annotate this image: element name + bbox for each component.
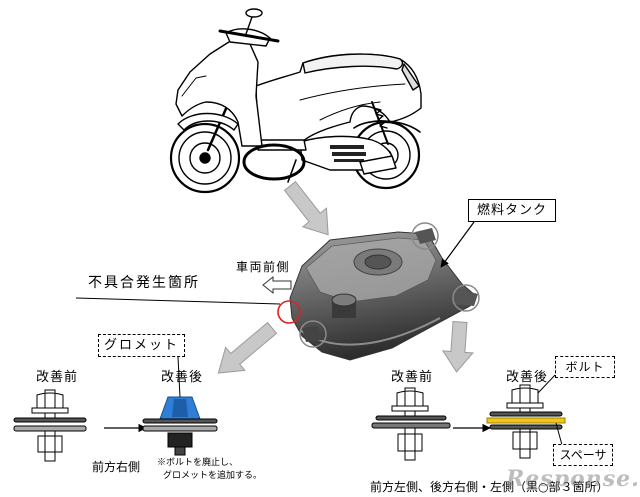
tank-flange-plate [13,425,87,432]
grommet-core [172,399,188,417]
fuel-tank-location-marker [242,143,306,181]
front-right-before-label: 改善前 [36,370,79,385]
fuel-tank-leader-line [440,221,475,268]
spacer [486,417,566,424]
front-right-before-assembly [13,389,87,462]
fuel-tank-callout: 燃料タンク [468,199,556,222]
defect-location-underline [75,297,281,305]
nut [512,431,538,450]
other-mounts-after-label: 改善後 [506,370,549,385]
rear-shock-absorber [371,101,389,145]
vehicle-front-label: 車両前側 [236,260,291,274]
grommet-stem [174,446,186,456]
front-fork [206,102,230,152]
bolt-head [506,384,544,409]
spacer-callout: スペーサ [553,444,613,466]
front-right-after-assembly [142,396,218,456]
defect-location-label: 不具合発生箇所 [88,275,200,291]
fuel-tank-render [277,222,480,361]
spacer-leader-line [555,422,563,446]
muffler [359,155,397,175]
other-mounts-location-caption: 前方左側、後方右側・左側（黒○部３箇所） [370,480,609,494]
engine-cylinder-fins [330,145,366,162]
bolt-shank [44,412,56,419]
front-right-location-caption: 前方右側 [92,460,141,474]
other-mounts-before-assembly [371,387,451,461]
bolt-shank [404,410,416,417]
response-watermark-logo: Response. [506,466,640,492]
bolt-head [31,389,69,414]
tank-flange-plate [142,425,218,432]
bolt-shank-mid [44,430,56,437]
tank-fuel-pipe [331,293,357,318]
bracket-plate [489,411,563,417]
front-cowl [175,39,263,147]
bolt-tip [404,450,416,461]
bolt-callout: ボルト [555,356,615,378]
guide-arrow-to-other-mounts-detail [441,320,474,373]
grommet-lower-body [167,432,193,448]
bracket-plate [375,415,447,421]
bracket-plate [13,417,87,423]
side-panel-line [299,83,406,121]
seat [302,53,404,74]
grommet-leader-line [177,356,181,398]
front-wheel [169,122,241,194]
scooter-illustration [169,8,422,194]
defect-marker-circle [277,300,301,324]
headlight [181,75,207,97]
bolt-shank-mid [404,427,416,435]
vehicle-front-arrow-icon [262,275,292,295]
front-right-note-line-1: ※ボルトを廃止し、 [157,458,239,468]
bolt-head [391,387,429,412]
front-right-after-label: 改善後 [161,370,204,385]
mirror [245,8,263,35]
mount-marker-circle-top [411,222,439,250]
bolt-shank [519,407,531,413]
nut [397,433,423,452]
grommet-callout: グロメット [98,334,185,357]
tank-flange-plate [489,424,563,430]
mount-marker-circle-left [299,320,327,348]
bolt-leader-line [537,372,558,394]
side-stand [287,159,297,183]
tank-filler-cap [364,254,392,270]
mount-marker-circle-right [452,284,480,312]
tail-light [401,63,420,91]
tank-mount-tab-right [452,288,478,306]
other-mounts-before-label: 改善前 [391,370,434,385]
rear-fender [353,120,421,133]
other-mounts-after-assembly [486,384,566,459]
guide-arrow-scooter-to-tank [283,180,329,236]
tank-flange-plate [371,422,451,429]
tank-mount-tab-left [302,326,322,342]
guide-arrow-to-front-right-detail [217,321,278,374]
nut [37,435,63,453]
front-right-note-line-2: グロメットを追加する。 [163,471,263,481]
front-fender [177,112,239,131]
handlebar [218,29,280,43]
bolt-tip [44,451,56,462]
bracket-plate [142,418,218,424]
bolt-tip [519,448,531,459]
tank-mount-tab-top [415,228,436,244]
